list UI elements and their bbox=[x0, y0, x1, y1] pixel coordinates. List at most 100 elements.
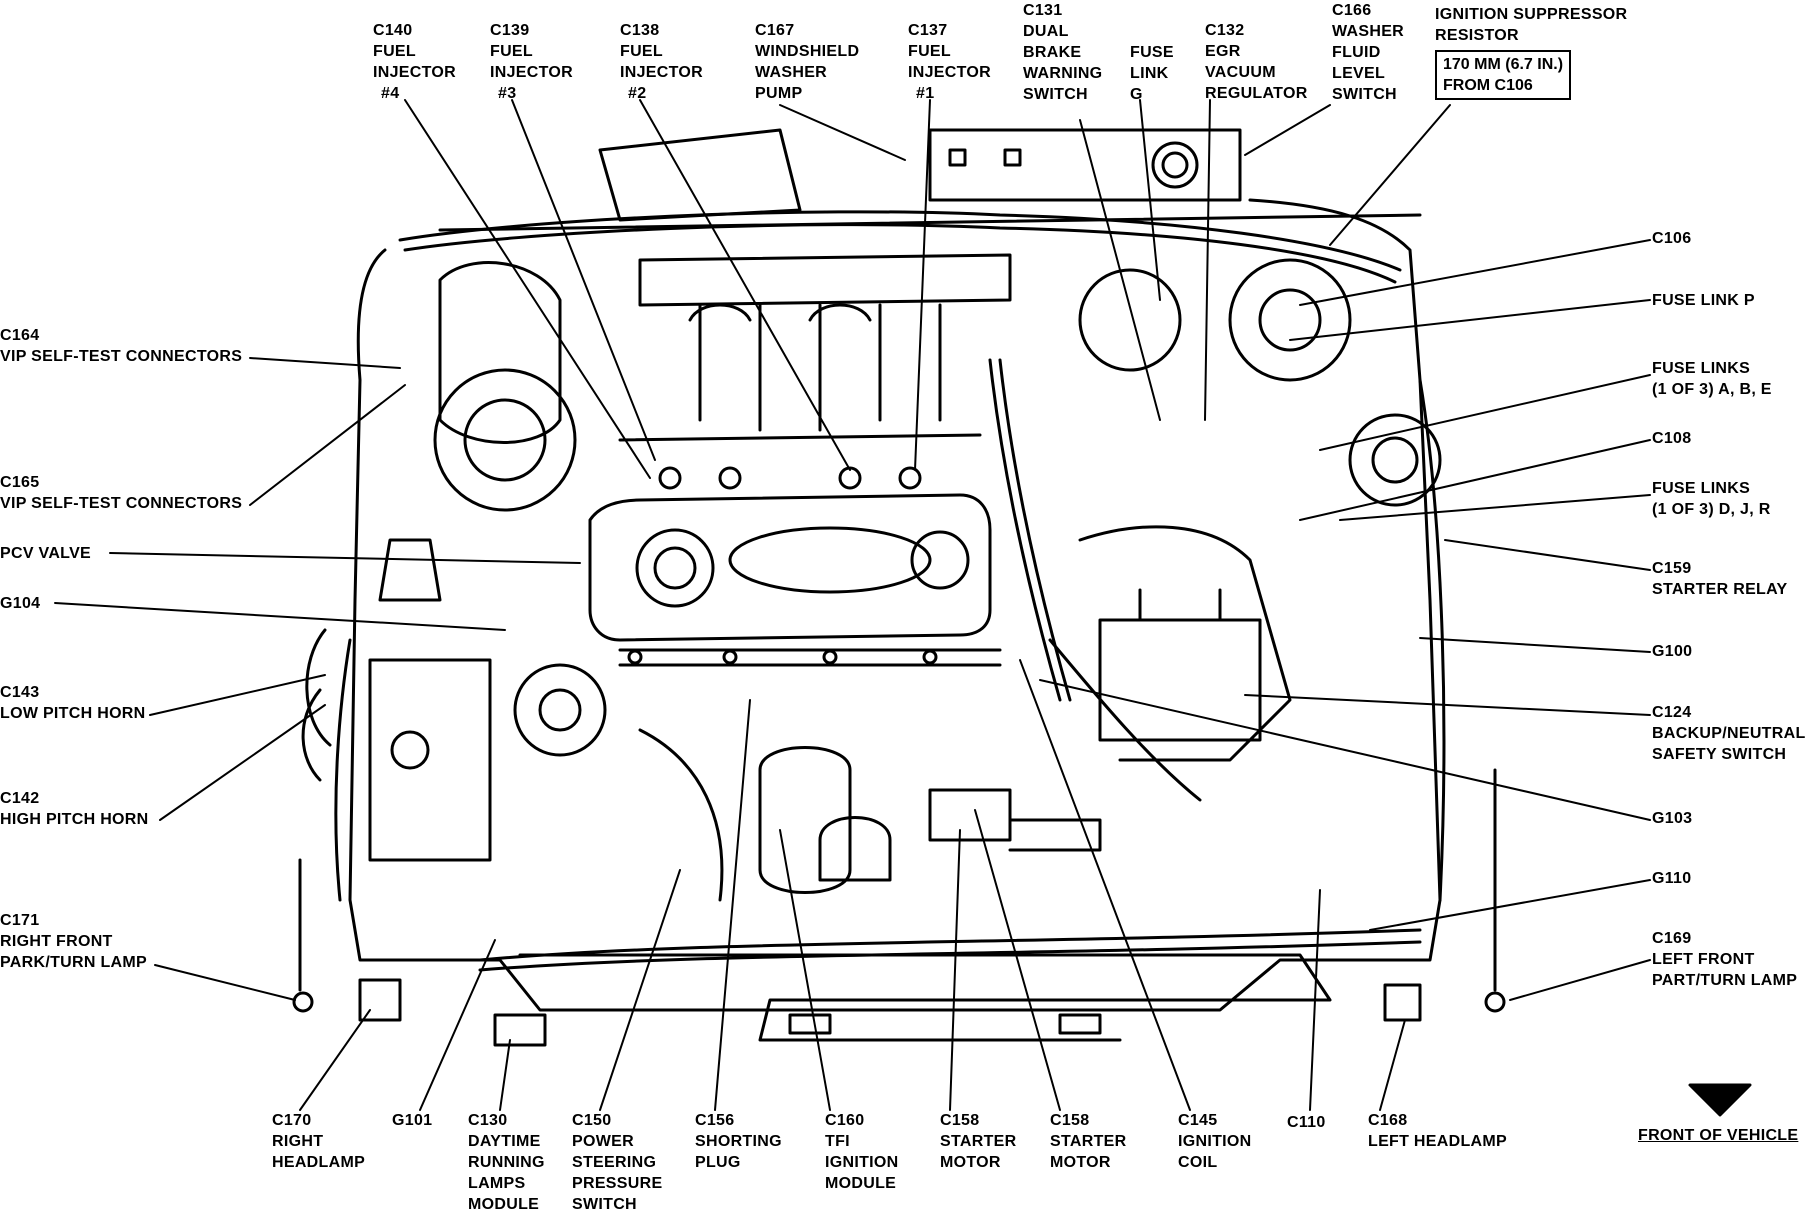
label-c156: C156 SHORTING PLUG bbox=[695, 1112, 782, 1171]
leader-c142 bbox=[159, 704, 326, 821]
label-fuse-link-p: FUSE LINK P bbox=[1652, 292, 1755, 309]
leader-c132 bbox=[1204, 99, 1211, 421]
label-c158-starter-b: C158 STARTER MOTOR bbox=[1050, 1112, 1127, 1171]
leader-g100 bbox=[1419, 637, 1651, 653]
right-headlamp-socket bbox=[358, 978, 402, 1022]
grille-slot bbox=[788, 1013, 832, 1035]
leader-g110 bbox=[1369, 879, 1651, 931]
label-fuse-links-abe: FUSE LINKS (1 OF 3) A, B, E bbox=[1652, 360, 1772, 398]
grille-slot-2 bbox=[1058, 1013, 1102, 1035]
leader-g103 bbox=[1039, 679, 1651, 821]
wire-harness-front bbox=[478, 928, 1422, 962]
label-c170: C170 RIGHT HEADLAMP bbox=[272, 1112, 366, 1171]
label-c131: C131 DUAL BRAKE WARNING SWITCH bbox=[1023, 2, 1103, 103]
leader-fuse-p bbox=[1289, 299, 1651, 341]
leader-c170 bbox=[299, 1009, 371, 1111]
brake-reservoir-cap bbox=[1151, 141, 1199, 189]
front-arrow-icon bbox=[1688, 1083, 1752, 1117]
valve-cover bbox=[588, 493, 992, 642]
leader-c166 bbox=[1244, 104, 1331, 156]
washer-bottle bbox=[598, 128, 802, 222]
intake-plenum bbox=[638, 253, 1012, 307]
leader-c143 bbox=[149, 674, 326, 716]
label-c158-starter-a: C158 STARTER MOTOR bbox=[940, 1112, 1017, 1171]
power-steering-res bbox=[1078, 268, 1182, 372]
leader-c160 bbox=[779, 829, 831, 1111]
leader-suppressor bbox=[1329, 104, 1451, 246]
leader-c168 bbox=[1379, 1019, 1406, 1111]
transaxle bbox=[1078, 525, 1292, 762]
label-c150: C150 POWER STEERING PRESSURE SWITCH bbox=[572, 1112, 663, 1213]
ford-oval bbox=[728, 526, 932, 594]
body-outline bbox=[348, 198, 1442, 1012]
label-g101: G101 bbox=[392, 1112, 433, 1129]
leader-c138 bbox=[639, 99, 851, 471]
leader-fuse-g bbox=[1139, 99, 1161, 301]
label-g104: G104 bbox=[0, 595, 41, 612]
label-c167: C167 WINDSHIELD WASHER PUMP bbox=[755, 22, 860, 102]
leader-fuse-djr bbox=[1339, 494, 1651, 521]
label-pcv-valve: PCV VALVE bbox=[0, 545, 92, 562]
leader-c169 bbox=[1509, 959, 1651, 1001]
wire-harness-main bbox=[398, 210, 1402, 272]
alternator bbox=[513, 663, 607, 757]
coolant-reservoir bbox=[368, 658, 492, 862]
label-ignition-suppressor: IGNITION SUPPRESSOR RESISTOR bbox=[1435, 6, 1628, 44]
label-g100: G100 bbox=[1652, 643, 1693, 660]
label-c165: C165 VIP SELF-TEST CONNECTORS bbox=[0, 474, 243, 512]
leader-c165 bbox=[249, 384, 406, 506]
label-c159: C159 STARTER RELAY bbox=[1652, 560, 1788, 598]
label-c164: C164 VIP SELF-TEST CONNECTORS bbox=[0, 327, 243, 365]
air-cleaner bbox=[438, 261, 562, 444]
leader-c124 bbox=[1244, 694, 1651, 716]
fan-pulley bbox=[433, 368, 577, 512]
lf-park-lamp-socket bbox=[1484, 991, 1506, 1013]
label-g103: G103 bbox=[1652, 810, 1693, 827]
label-fuse-links-djr: FUSE LINKS (1 OF 3) D, J, R bbox=[1652, 480, 1771, 518]
leader-c145 bbox=[1019, 659, 1191, 1111]
leader-c140 bbox=[404, 99, 651, 479]
leader-fuse-abe bbox=[1319, 374, 1651, 451]
label-c132: C132 EGR VACUUM REGULATOR bbox=[1205, 22, 1308, 102]
leader-g101 bbox=[419, 939, 496, 1111]
leader-c131 bbox=[1079, 119, 1161, 421]
label-c106: C106 bbox=[1652, 230, 1692, 247]
left-headlamp-socket bbox=[1383, 983, 1422, 1022]
label-c168: C168 LEFT HEADLAMP bbox=[1368, 1112, 1508, 1150]
leader-c158a bbox=[949, 829, 961, 1111]
radiator-support bbox=[518, 953, 1332, 1042]
oil-filter bbox=[758, 746, 852, 894]
label-c143: C143 LOW PITCH HORN bbox=[0, 684, 146, 722]
leader-g104 bbox=[54, 602, 506, 631]
label-c142: C142 HIGH PITCH HORN bbox=[0, 790, 149, 828]
leader-c159 bbox=[1444, 539, 1651, 571]
leader-c171 bbox=[154, 964, 296, 1001]
label-g110: G110 bbox=[1652, 870, 1692, 887]
battery bbox=[1098, 618, 1262, 742]
label-c160: C160 TFI IGNITION MODULE bbox=[825, 1112, 899, 1192]
label-c108: C108 bbox=[1652, 430, 1692, 447]
leader-c110 bbox=[1309, 889, 1321, 1111]
fuel-rail bbox=[618, 433, 982, 442]
leader-c167 bbox=[779, 104, 906, 161]
suppressor-distance-note: 170 MM (6.7 IN.) FROM C106 bbox=[1435, 50, 1572, 100]
leader-c150 bbox=[599, 869, 681, 1111]
oil-cap bbox=[635, 528, 715, 608]
low-pitch-horn bbox=[305, 628, 332, 747]
label-c145: C145 IGNITION COIL bbox=[1178, 1112, 1252, 1171]
label-c138: C138 FUEL INJECTOR #2 bbox=[620, 22, 704, 102]
drl-module bbox=[493, 1013, 547, 1047]
cowl bbox=[438, 128, 1422, 232]
label-front-of-vehicle: FRONT OF VEHICLE bbox=[1638, 1127, 1799, 1144]
leader-c137 bbox=[914, 99, 931, 471]
leader-c156 bbox=[714, 699, 751, 1111]
leader-c130 bbox=[499, 1039, 511, 1111]
leader-c106 bbox=[1299, 239, 1651, 306]
label-fuse-link-g: FUSE LINK G bbox=[1130, 44, 1174, 103]
leader-c139 bbox=[511, 99, 656, 461]
rf-park-lamp-socket bbox=[292, 991, 314, 1013]
starter-motor bbox=[928, 788, 1012, 842]
leader-c108 bbox=[1299, 439, 1651, 521]
